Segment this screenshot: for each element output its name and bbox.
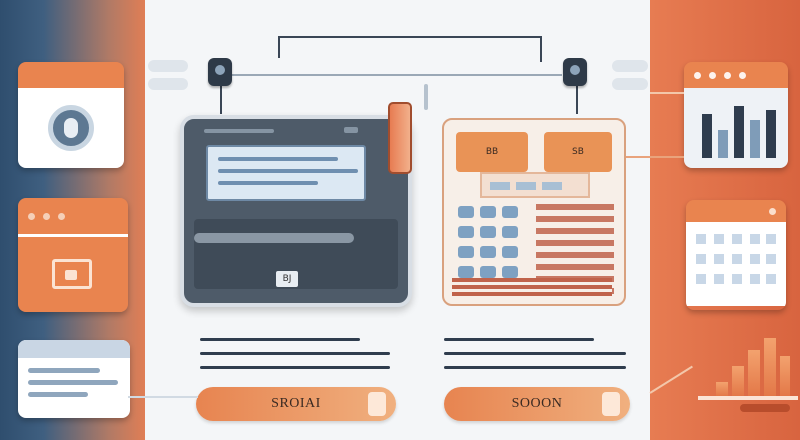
bar-chart-card[interactable] bbox=[684, 62, 788, 168]
right-action-button-label: SOOON bbox=[511, 396, 563, 411]
chart-card-header bbox=[684, 62, 788, 88]
cable-icon bbox=[424, 84, 428, 110]
screen-line bbox=[218, 181, 318, 185]
image-icon bbox=[52, 259, 92, 289]
media-card[interactable] bbox=[18, 198, 128, 312]
connector-wire bbox=[278, 36, 280, 58]
calendar-card-header bbox=[686, 200, 786, 222]
settings-card[interactable] bbox=[18, 62, 124, 168]
monitor-top-strip bbox=[204, 129, 274, 133]
decorative-pill bbox=[148, 78, 188, 90]
decorative-pill bbox=[148, 60, 188, 72]
left-action-button[interactable]: SROIAI bbox=[196, 387, 396, 421]
gear-icon bbox=[48, 105, 94, 151]
connector-wire bbox=[278, 36, 540, 38]
connector-wire bbox=[220, 84, 222, 114]
window-control-icon bbox=[43, 212, 50, 220]
tablet-tile-right[interactable]: SB bbox=[544, 132, 612, 172]
connector-wire bbox=[232, 74, 562, 76]
document-line bbox=[28, 368, 100, 373]
monitor-panel: BJ bbox=[180, 115, 412, 307]
tablet-base-stripes bbox=[452, 278, 612, 298]
decorative-pill bbox=[612, 78, 648, 90]
connector-wire bbox=[576, 84, 578, 114]
monitor-top-dot bbox=[344, 127, 358, 133]
media-card-body bbox=[18, 234, 128, 312]
tablet-panel: BB SB bbox=[442, 118, 626, 306]
button-cap bbox=[602, 392, 620, 416]
keypad-grid bbox=[458, 206, 538, 296]
settings-card-body bbox=[18, 88, 124, 168]
screen-line bbox=[218, 157, 338, 161]
text-line bbox=[200, 366, 390, 369]
media-card-header bbox=[18, 198, 128, 234]
text-line bbox=[444, 352, 626, 355]
screen-line bbox=[218, 169, 358, 173]
document-line bbox=[28, 392, 88, 397]
tablet-toolbar bbox=[480, 172, 590, 198]
window-control-icon bbox=[58, 212, 65, 220]
text-line bbox=[444, 338, 594, 341]
text-line bbox=[200, 338, 360, 341]
calendar-card[interactable] bbox=[686, 200, 786, 310]
monitor-label: BJ bbox=[276, 271, 298, 287]
bar-chart-icon bbox=[684, 88, 788, 168]
connector-wire bbox=[128, 396, 198, 398]
document-card[interactable] bbox=[18, 340, 130, 418]
text-line bbox=[200, 352, 390, 355]
calendar-grid-icon bbox=[686, 222, 786, 306]
document-card-header bbox=[18, 340, 130, 358]
connector-wire bbox=[540, 36, 542, 62]
window-control-icon bbox=[28, 212, 35, 220]
growth-bars bbox=[716, 334, 792, 396]
decorative-pill bbox=[612, 60, 648, 72]
monitor-screen bbox=[206, 145, 366, 201]
text-line bbox=[444, 366, 626, 369]
tablet-tile-left[interactable]: BB bbox=[456, 132, 528, 172]
settings-card-header bbox=[18, 62, 124, 88]
connector-wire bbox=[650, 92, 684, 94]
button-cap bbox=[368, 392, 386, 416]
left-action-button-label: SROIAI bbox=[271, 396, 321, 411]
growth-bars-shadow bbox=[740, 404, 790, 412]
growth-bars-base bbox=[698, 396, 798, 400]
plug-icon bbox=[563, 58, 587, 86]
monitor-progress-strip bbox=[194, 233, 354, 243]
plug-icon bbox=[208, 58, 232, 86]
connector-wire bbox=[626, 156, 684, 158]
stylus-icon bbox=[388, 102, 412, 174]
document-line bbox=[28, 380, 118, 385]
right-action-button[interactable]: SOOON bbox=[444, 387, 630, 421]
